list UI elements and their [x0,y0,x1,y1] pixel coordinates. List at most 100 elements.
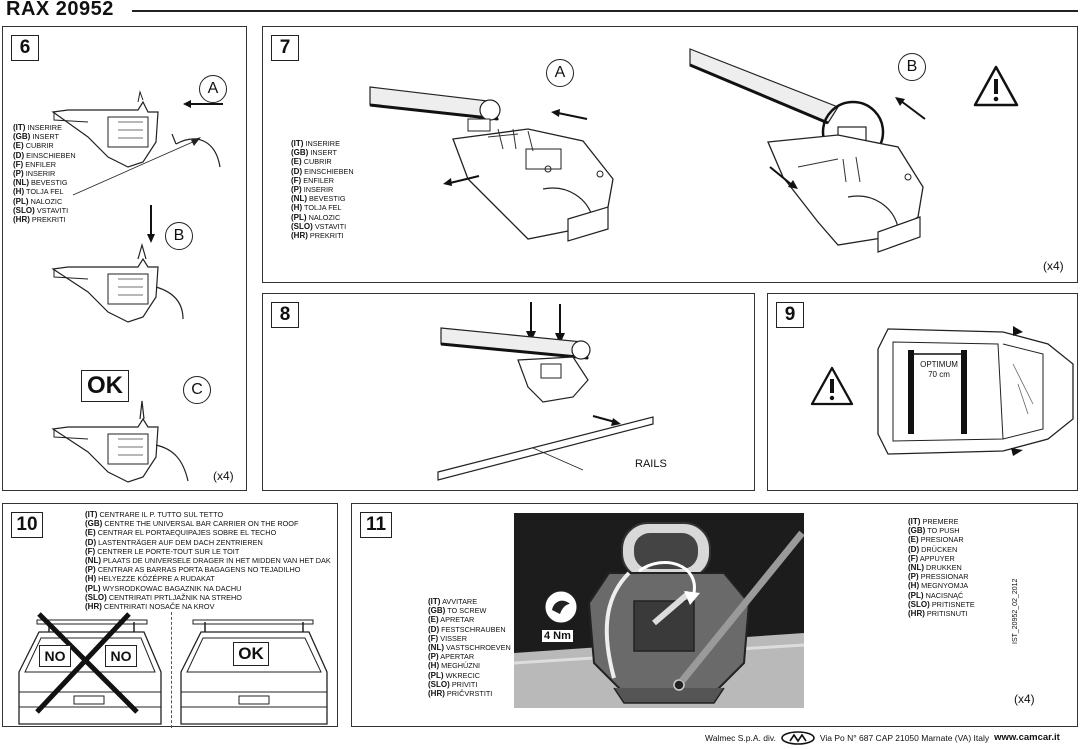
lang-row: (NL) BEVESTIG [291,194,346,204]
lang-row: (H) TOLJA FEL [291,203,342,213]
lang-row: (P) APERTAR [428,652,475,662]
lang-row: (H) MEGHÚZNI [428,661,481,671]
ok-label: OK [233,642,269,666]
step-7-panel: 7 (IT) INSERIRE (GB) INSERT (E) CUBRIR (… [262,26,1078,283]
lang-row: (F) ENFILER [13,159,57,169]
screw-language-list: (IT) AVVITARE (GB) TO SCREW (E) APRETAR … [428,597,511,698]
label-b-circle: B [898,53,926,81]
lang-row: (P) CENTRAR AS BARRAS PORTA BAGAGENS NO … [85,565,301,575]
torque-value: 4 Nm [542,630,573,642]
lang-row: (E) APRETAR [428,615,475,625]
car-rear-correct-drawing [180,619,328,725]
push-language-list: (IT) PREMERE (GB) TO PUSH (E) PRESIONAR … [908,517,975,618]
lang-row: (GB) TO SCREW [428,606,487,616]
lang-row: (H) TOLJA FEL [13,187,64,197]
torque-callout [540,590,584,648]
ok-label: OK [81,370,129,402]
insert-language-list-7: (IT) INSERIRE (GB) INSERT (E) CUBRIR (D)… [291,139,354,240]
lang-row: (D) EINSCHIEBEN [291,166,354,176]
lang-row: (SLO) PRITISNETE [908,599,975,609]
lang-row: (D) LASTENTRÄGER AUF DEM DACH ZENTRIEREN [85,537,263,547]
step-8-number: 8 [271,302,299,328]
wrench-arm-icon [544,590,578,624]
lang-row: (H) MEGNYOMJA [908,581,969,591]
install-photo [514,513,804,708]
optimum-distance: 70 cm [928,370,950,379]
lang-row: (IT) INSERIRE [291,139,340,148]
lang-row: (PL) NACISNĄĆ [908,590,964,600]
rails-label: RAILS [635,458,667,470]
lang-row: (NL) BEVESTIG [13,178,68,188]
arrow-down-icon [147,205,155,243]
lang-row: (GB) CENTRE THE UNIVERSAL BAR CARRIER ON… [85,519,299,529]
label-a-circle: A [546,59,574,87]
step-11-number: 11 [360,512,392,538]
step-9-number: 9 [776,302,804,328]
step-11-panel: 11 (IT) AVVITARE (GB) TO SCREW (E) APRET… [351,503,1078,727]
step-6-count: (x4) [213,469,234,483]
foot-drawing-c [51,400,189,483]
title-rule [132,10,1078,12]
footer-address: Via Po N° 687 CAP 21050 Marnate (VA) Ita… [819,733,990,743]
footer-website[interactable]: www.camcar.it [994,732,1060,743]
lang-row: (P) INSERIR [291,185,334,195]
no-label: NO [39,645,71,667]
foot-drawing-a [51,90,221,168]
arrow-left-icon [183,100,223,108]
lang-row: (HR) PRITISNUTI [908,609,968,619]
lang-row: (PL) NALOZIC [13,196,63,206]
lang-row: (HR) PRIČVRSTITI [428,689,493,699]
photo-illustration [514,513,804,708]
bar-foot-drawing-a [369,86,614,242]
lang-row: (F) ENFILER [291,175,335,185]
lang-row: (PL) NALOZIC [291,212,341,222]
step-6-panel: 6 A (IT) INSERIRE (GB) INSERT (E) CUBRIR… [2,26,247,491]
arrow-up-left-icon [895,97,926,120]
foot-drawing-b [51,242,184,323]
car-rear-wrong-drawing [18,612,162,725]
warning-icon [810,366,854,406]
lang-row: (IT) INSERIRE [13,123,62,132]
footer-company: Walmec S.p.A. div. [705,733,776,743]
lang-row: (F) APPUYER [908,553,955,563]
arrow-left-icon [551,109,588,120]
car-top-view-drawing [877,326,1074,456]
step-6-number: 6 [11,35,39,61]
lang-row: (P) INSERIR [13,169,56,179]
lang-row: (SLO) VSTAVITI [291,221,347,231]
no-label: NO [105,645,137,667]
lang-row: (GB) TO PUSH [908,526,960,536]
lang-row: (GB) INSERT [291,148,337,158]
step-10-panel: 10 (IT) CENTRARE IL P. TUTTO SUL TETTO (… [2,503,338,728]
step-7-number: 7 [271,35,299,61]
document-code: IST_20952_02_2012 [1012,578,1019,644]
lang-row: (D) FESTSCHRAUBEN [428,624,506,634]
warning-icon [973,65,1019,107]
step-9-panel: 9 OPTIMUM 70 cm [767,293,1078,491]
document-title: RAX 20952 [6,0,114,20]
bar-on-rail-drawing [437,302,654,481]
lang-row: (F) VISSER [428,633,468,643]
lang-row: (E) CUBRIR [291,157,332,167]
pointer-line [72,137,201,196]
lang-row: (SLO) CENTRIRATI PRTLJAŽNIK NA STREHO [85,592,242,602]
lang-row: (NL) VASTSCHROEVEN [428,643,511,653]
lang-row: (PL) WYSRODKOWAC BAGAZNIK NA DACHU [85,583,242,593]
lang-row: (SLO) PRIVITI [428,679,478,689]
lang-row: (HR) PREKRITI [291,231,344,241]
camcar-logo-icon [781,731,815,745]
lang-row: (D) EINSCHIEBEN [13,150,76,160]
lang-row: (PL) WKRECIC [428,670,481,680]
lang-row: (GB) INSERT [13,132,59,142]
bar-foot-drawing-b [689,48,924,253]
center-language-list: (IT) CENTRARE IL P. TUTTO SUL TETTO (GB)… [85,510,331,611]
step-7-count: (x4) [1043,259,1064,273]
lang-row: (IT) AVVITARE [428,597,478,606]
lang-row: (E) CUBRIR [13,141,54,151]
lang-row: (SLO) VSTAVITI [13,205,69,215]
lang-row: (F) CENTRER LE PORTE-TOUT SUR LE TOIT [85,546,240,556]
lang-row: (E) PRESIONAR [908,535,964,545]
insert-language-list-6: (IT) INSERIRE (GB) INSERT (E) CUBRIR (D)… [13,123,76,224]
lang-row: (P) PRESSIONAR [908,572,969,582]
optimum-text: OPTIMUM [920,360,958,369]
